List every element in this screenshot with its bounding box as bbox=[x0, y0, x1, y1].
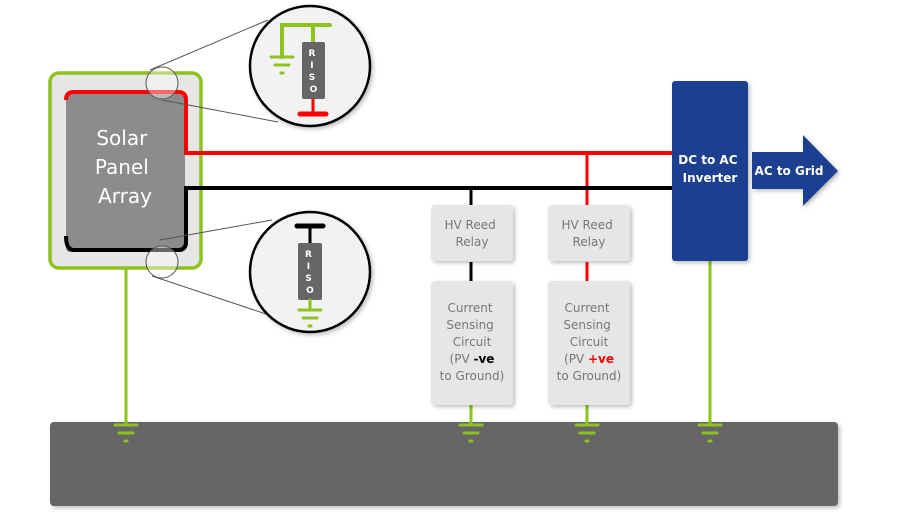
svg-text:Solar Panel Array: Solar Panel Array bbox=[95, 126, 155, 208]
sensing-positive-line4-prefix: (PV bbox=[564, 352, 588, 366]
riso-top-callout: R I S O bbox=[248, 4, 372, 128]
earth-bar bbox=[50, 422, 838, 506]
svg-text:(PV -ve: (PV -ve bbox=[450, 352, 495, 366]
riso-top-char: R bbox=[308, 49, 315, 59]
magnifier-lens-bottom bbox=[145, 245, 179, 279]
riso-bottom-resistor bbox=[298, 243, 322, 300]
solar-panel bbox=[66, 92, 185, 252]
relay-positive-line1: HV Reed bbox=[561, 218, 612, 232]
inverter: DC to AC Inverter bbox=[672, 81, 748, 261]
sensing-circuit-negative: Current Sensing Circuit (PV -ve to Groun… bbox=[431, 281, 513, 405]
ground-icon bbox=[574, 423, 600, 443]
svg-text:DC to AC Inverter: DC to AC Inverter bbox=[678, 153, 741, 185]
sensing-positive-polarity: +ve bbox=[588, 352, 614, 366]
sensing-positive-line2: Sensing bbox=[563, 318, 610, 332]
svg-text:Current Sensing Ci: Current Sensing Circuit bbox=[446, 301, 497, 349]
riso-bottom-char: O bbox=[306, 286, 314, 296]
relay-positive: HV Reed Relay bbox=[548, 205, 630, 261]
sensing-negative-polarity: -ve bbox=[474, 352, 495, 366]
riso-top-char: S bbox=[309, 73, 315, 83]
ground-symbols bbox=[113, 423, 723, 443]
relay-negative: HV Reed Relay bbox=[431, 205, 513, 261]
riso-top-char: O bbox=[310, 85, 318, 95]
svg-text:to Ground): to Ground) bbox=[557, 369, 622, 383]
svg-text:R I S O: R I S O bbox=[308, 49, 318, 95]
svg-text:to Ground): to Ground) bbox=[440, 369, 505, 383]
grid-arrow: AC to Grid bbox=[752, 135, 838, 206]
ground-wires bbox=[124, 260, 712, 425]
riso-top-char: I bbox=[310, 61, 313, 71]
grid-arrow-label: AC to Grid bbox=[755, 164, 824, 178]
riso-bottom-callout: R I S O bbox=[248, 210, 372, 334]
svg-text:R I S O: R I S O bbox=[305, 250, 315, 296]
svg-text:HV Reed Relay: HV Reed Relay bbox=[561, 218, 616, 249]
sensing-negative-line2: Sensing bbox=[446, 318, 493, 332]
svg-text:(PV +ve: (PV +ve bbox=[564, 352, 614, 366]
callout-lines bbox=[149, 19, 279, 319]
riso-bottom-char: I bbox=[307, 262, 310, 272]
solar-panel-label-line1: Solar bbox=[96, 126, 148, 150]
riso-bottom-char: R bbox=[305, 250, 312, 260]
inverter-line2: Inverter bbox=[683, 171, 738, 185]
riso-top-resistor bbox=[302, 42, 325, 99]
sensing-positive-line1: Current bbox=[565, 301, 610, 315]
solar-panel-label-line2: Panel bbox=[95, 155, 149, 179]
sensing-negative-line4-prefix: (PV bbox=[450, 352, 474, 366]
sensing-positive-line3: Circuit bbox=[570, 335, 609, 349]
ground-icon bbox=[113, 423, 139, 443]
sensing-negative-line1: Current bbox=[448, 301, 493, 315]
relay-negative-line1: HV Reed bbox=[444, 218, 495, 232]
positive-wire bbox=[64, 90, 672, 155]
negative-wire bbox=[64, 186, 672, 252]
arrow-right-icon bbox=[752, 135, 838, 206]
ground-icon bbox=[458, 423, 484, 443]
inverter-line1: DC to AC bbox=[678, 153, 737, 167]
magnifier-lens-top bbox=[145, 66, 179, 100]
ground-icon bbox=[697, 423, 723, 443]
relay-positive-line2: Relay bbox=[573, 235, 606, 249]
relay-negative-line2: Relay bbox=[456, 235, 489, 249]
svg-text:Current Sensing Ci: Current Sensing Circuit bbox=[563, 301, 614, 349]
riso-bottom-char: S bbox=[305, 274, 311, 284]
solar-panel-label-line3: Array bbox=[98, 184, 152, 208]
sensing-negative-line5: to Ground) bbox=[440, 369, 505, 383]
sensing-negative-line3: Circuit bbox=[453, 335, 492, 349]
sensing-positive-line5: to Ground) bbox=[557, 369, 622, 383]
sensing-circuit-positive: Current Sensing Circuit (PV +ve to Groun… bbox=[548, 281, 630, 405]
svg-text:HV Reed Relay: HV Reed Relay bbox=[444, 218, 499, 249]
